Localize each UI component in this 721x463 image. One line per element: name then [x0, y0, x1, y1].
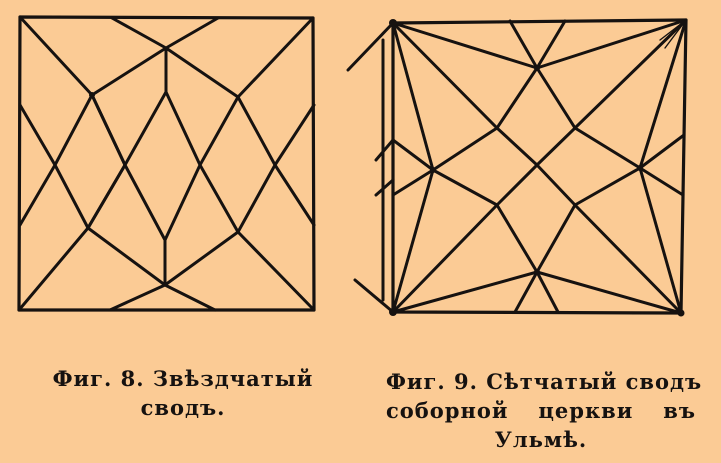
- fig8-rib-right-inner: [236, 95, 277, 234]
- fig9-caption: Фиг. 9. Сѣтчатый сводъ соборной церкви в…: [386, 367, 703, 454]
- fig8-caption: Фиг. 8. Звѣздчатый сводъ.: [48, 364, 318, 422]
- fig9-rib-left-c: [431, 126, 499, 207]
- fig9-net-vault-diagram: [346, 18, 688, 317]
- fig8-rib-left-inner: [53, 93, 94, 230]
- fig9-diagonal-b: [391, 18, 688, 314]
- fig9-rib-top-c: [495, 66, 577, 130]
- fig9-rib-right-c: [573, 126, 642, 207]
- fig9-rib-left: [391, 21, 435, 314]
- fig9-rib-bottom-b: [513, 270, 560, 314]
- fig8-rib-bottom-star-b: [108, 283, 217, 312]
- fig9-rib-right: [638, 18, 688, 315]
- fig9-caption-line: Ульмѣ.: [494, 427, 588, 452]
- fig8-rib-right: [273, 103, 316, 227]
- fig8-star-vault-diagram: [17, 15, 316, 312]
- fig8-rib-arm-1: [90, 93, 127, 167]
- fig8-rib-left: [18, 103, 57, 227]
- fig8-rib-top-left: [17, 15, 127, 312]
- fig9-caption-line: соборной церкви въ: [386, 398, 696, 423]
- fig8-rib-top-right: [198, 16, 316, 312]
- fig9-springer-tick: [353, 278, 395, 314]
- fig8-caption-line: сводъ.: [140, 395, 226, 420]
- fig9-springer-tick: [346, 21, 395, 72]
- fig8-rib-arm-2: [86, 163, 127, 230]
- fig9-rib-bottom: [391, 270, 683, 315]
- fig8-rib-top-star-b: [110, 16, 220, 50]
- fig8-central-lozenge: [123, 90, 202, 242]
- fig9-rib-bottom-c: [495, 203, 577, 274]
- fig9-caption-line: Фиг. 9. Сѣтчатый сводъ: [386, 369, 703, 394]
- fig8-caption-line: Фиг. 8. Звѣздчатый: [52, 366, 314, 391]
